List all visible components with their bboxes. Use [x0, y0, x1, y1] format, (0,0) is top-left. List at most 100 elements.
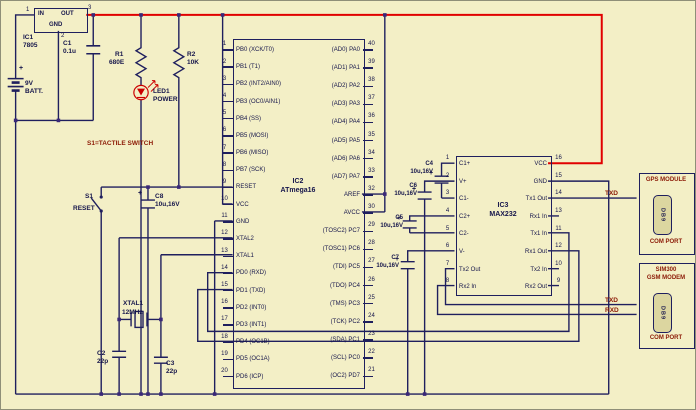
pin-label: V+: [459, 178, 467, 185]
pin-label: Tx2 In: [530, 266, 547, 273]
led1-symbol: [133, 80, 159, 101]
mcu-left-pin-row: 17 PD3 (INT1): [221, 316, 329, 333]
pin-label: (TDI) PC5: [333, 264, 360, 271]
c6-value: 10u,16V: [394, 190, 417, 197]
gps-txd-label: TXD: [605, 190, 618, 197]
c5-label: C5 10u,16V: [363, 215, 403, 230]
pin-number: 3: [445, 190, 450, 197]
pin-label: PD3 (INT1): [236, 321, 267, 328]
c4-label: C4 10u,16V: [393, 161, 433, 176]
pin-number: 9: [556, 278, 561, 285]
pin-number: 16: [555, 155, 562, 162]
c4-plus-sign: +: [429, 170, 434, 177]
pin-stub: [363, 103, 373, 106]
pin-number: 8: [222, 161, 227, 168]
pin-number: 15: [555, 172, 562, 179]
pin-stub: [363, 321, 373, 323]
pin-number: 8: [445, 278, 450, 285]
mcu-left-pin-row: 16 PD2 (INT0): [221, 299, 329, 316]
pin-label: VCC: [236, 201, 249, 208]
switch-contacts: [99, 195, 103, 213]
ic3-ref: IC3: [497, 202, 509, 209]
reg-out-label: OUT: [61, 11, 74, 17]
pin-number: 24: [368, 312, 375, 319]
mcu-atmega16-box: [233, 39, 365, 389]
pin-number: 3: [222, 75, 227, 82]
max232-right-pin-row: 11 Tx1 In: [502, 226, 561, 244]
reg-in-label: IN: [38, 11, 44, 17]
pin-stub: [363, 212, 373, 214]
pin-number: 2: [445, 172, 450, 179]
c3-value: 22p: [166, 368, 178, 375]
pin-label: PD0 (RXD): [236, 270, 267, 277]
pin-label: PB4 (SS): [236, 115, 262, 122]
mcu-left-pin-row: 6 PB5 (MOSI): [223, 127, 329, 144]
c2-value: 22p: [97, 358, 109, 365]
regulator-7805-box: [34, 8, 88, 33]
pin-number: 11: [555, 225, 562, 232]
battery-plus-sign: +: [19, 65, 24, 72]
mcu-right-pin-row: 25 (TMS) PC3: [263, 295, 375, 313]
pin-stub: [223, 203, 233, 206]
mcu-right-pin-row: 24 (TCK) PC2: [263, 313, 375, 331]
pin-number: 11: [221, 213, 228, 220]
c1-value: 0.1u: [63, 48, 77, 55]
max232-right-pin-row: 12 Rx1 Out: [502, 243, 562, 261]
junction-dots: [13, 13, 427, 396]
gsm-module-title-1: SIM300: [655, 267, 677, 273]
mcu-left-pin-row: 5 PB4 (SS): [223, 110, 329, 127]
pin-number: 27: [368, 258, 375, 265]
pin-stub: [363, 375, 373, 377]
pin-stub: [363, 284, 373, 287]
mcu-right-pin-row: 40 (AD0) PA0: [263, 41, 375, 59]
c8-ref: C8: [155, 193, 164, 200]
pin-number: 38: [368, 77, 375, 84]
pin-number: 14: [221, 264, 228, 271]
mcu-left-pin-row: 15 PD1 (TXD): [221, 282, 329, 299]
pin-number: 30: [368, 204, 375, 211]
reg-gnd-label: GND: [49, 22, 63, 28]
pin-label: Tx1 In: [530, 231, 547, 238]
xtal-ref: XTAL1: [123, 300, 144, 307]
pin-number: 6: [222, 127, 227, 134]
pin-number: 40: [368, 40, 375, 47]
pin-stub: [223, 100, 233, 103]
pin-number: 14: [555, 190, 562, 197]
xtal-value: 12MHz: [122, 309, 143, 316]
pin-number: 34: [368, 149, 375, 156]
pin-stub: [223, 272, 233, 275]
pin-number: 17: [221, 316, 228, 323]
pin-number: 15: [221, 282, 228, 289]
mcu-right-pin-row: 22 (SCL) PC0: [263, 349, 375, 367]
battery-voltage: 9V: [25, 80, 33, 87]
pin-label: PB1 (T1): [236, 64, 261, 71]
pin-number: 19: [221, 350, 228, 357]
pin-label: PB2 (INT2/AIN0): [236, 81, 282, 88]
mcu-left-pin-row: 13 XTAL1: [221, 248, 329, 265]
ic2-ref: IC2: [292, 178, 304, 185]
pin-label: GND: [236, 218, 250, 225]
c7-ref: C7: [391, 255, 399, 261]
mcu-left-pin-row: 19 PD5 (OC1A): [221, 351, 329, 368]
pin-label: (TMS) PC3: [330, 300, 360, 307]
pin-label: PD6 (ICP): [236, 373, 264, 380]
pin-label: PB0 (XCK/T0): [236, 46, 275, 53]
pin-stub: [223, 118, 233, 120]
mcu-left-pin-row: 2 PB1 (T1): [223, 59, 329, 76]
pin-label: (AD4) PA4: [331, 119, 360, 126]
mcu-right-pin-row: 33 (AD7) PA7: [263, 168, 375, 186]
pin-number: 7: [222, 144, 227, 151]
pin-label: (AD2) PA2: [331, 83, 360, 90]
pin-number: 1: [445, 155, 450, 162]
pin-number: 28: [368, 240, 375, 247]
pin-label: C2-: [459, 231, 469, 238]
pin-stub: [223, 66, 233, 68]
pin-number: 5: [222, 110, 227, 117]
max232-box: [456, 156, 552, 296]
gsm-db9-label: DB9: [659, 305, 666, 320]
pin-label: (AD7) PA7: [331, 173, 360, 180]
pin-stub: [223, 186, 233, 189]
c8-value: 10u,16V: [155, 201, 180, 208]
gsm-db9-connector: DB9: [653, 293, 672, 333]
max232-left-pin-column: 1 C1+ 2 V+ 3 C1- 4 C2+ 5 C2-: [446, 155, 504, 296]
